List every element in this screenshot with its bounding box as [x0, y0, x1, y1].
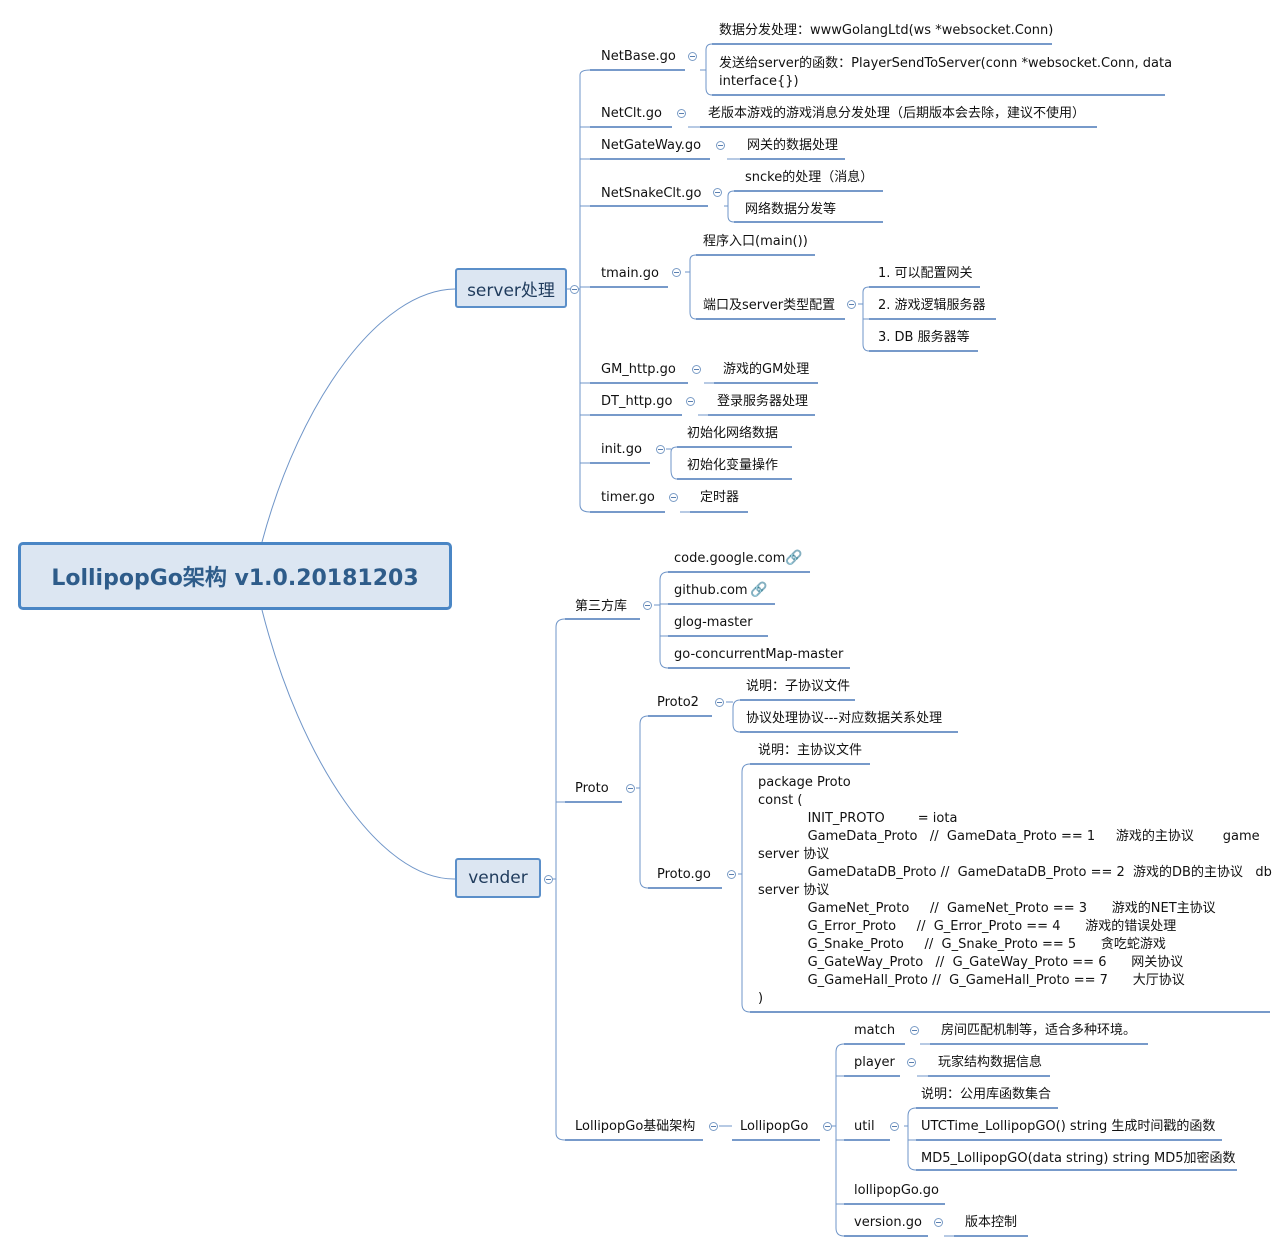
- collapse-icon[interactable]: [677, 109, 686, 118]
- collapse-icon[interactable]: [823, 1122, 832, 1131]
- gmhttp-item-1: 游戏的GM处理: [723, 362, 810, 377]
- collapse-icon[interactable]: [715, 698, 724, 707]
- util-item-2: UTCTime_LollipopGO() string 生成时间戳的函数: [921, 1119, 1216, 1134]
- tmain-node[interactable]: tmain.go: [601, 266, 659, 281]
- util-node[interactable]: util: [854, 1119, 875, 1134]
- version-item-1: 版本控制: [965, 1215, 1018, 1230]
- protogo-node[interactable]: Proto.go: [657, 867, 711, 882]
- server-topic[interactable]: server处理: [455, 268, 567, 308]
- util-item-3: MD5_LollipopGO(data string) string MD5加密…: [921, 1151, 1236, 1166]
- collapse-icon[interactable]: [907, 1058, 916, 1067]
- third-party-node[interactable]: 第三方库: [575, 599, 628, 614]
- timer-item-1: 定时器: [700, 490, 740, 505]
- protogo-code: package Proto const ( INIT_PROTO = iota …: [758, 775, 1272, 1006]
- player-node[interactable]: player: [854, 1055, 895, 1070]
- init-item-2: 初始化变量操作: [687, 458, 779, 473]
- third-item-1[interactable]: code.google.com: [674, 551, 786, 566]
- third-item-4: go-concurrentMap-master: [674, 647, 844, 662]
- collapse-icon[interactable]: [910, 1026, 919, 1035]
- collapse-icon[interactable]: [713, 188, 722, 197]
- match-node[interactable]: match: [854, 1023, 896, 1038]
- collapse-icon[interactable]: [686, 397, 695, 406]
- collapse-icon[interactable]: [716, 141, 725, 150]
- link-icon[interactable]: 🔗: [785, 550, 803, 566]
- netsnake-item-2: 网络数据分发等: [745, 202, 837, 217]
- protogo-desc: 说明：主协议文件: [758, 743, 863, 758]
- third-item-2[interactable]: github.com: [674, 583, 748, 598]
- collapse-icon[interactable]: [688, 52, 697, 61]
- player-item-1: 玩家结构数据信息: [938, 1055, 1043, 1070]
- collapse-icon[interactable]: [656, 445, 665, 454]
- collapse-icon[interactable]: [727, 870, 736, 879]
- tmain-item-2[interactable]: 端口及server类型配置: [703, 298, 836, 313]
- collapse-icon[interactable]: [570, 285, 579, 294]
- lollipopgo-node[interactable]: LollipopGo: [740, 1119, 809, 1134]
- gmhttp-node[interactable]: GM_http.go: [601, 362, 676, 377]
- tmain-item-1: 程序入口(main()): [703, 234, 808, 249]
- collapse-icon[interactable]: [626, 784, 635, 793]
- lollipopgo-base-node[interactable]: LollipopGo基础架构: [575, 1119, 696, 1134]
- init-item-1: 初始化网络数据: [687, 426, 779, 441]
- collapse-icon[interactable]: [643, 601, 652, 610]
- collapse-icon[interactable]: [692, 365, 701, 374]
- netbase-item-2: 发送给server的函数：PlayerSendToServer(conn *we…: [719, 56, 1173, 89]
- lollipopgo-go-node[interactable]: lollipopGo.go: [854, 1183, 939, 1198]
- collapse-icon[interactable]: [669, 493, 678, 502]
- netbase-node[interactable]: NetBase.go: [601, 49, 676, 64]
- tmain-sub-1: 1. 可以配置网关: [878, 266, 973, 281]
- tmain-sub-2: 2. 游戏逻辑服务器: [878, 298, 986, 313]
- dthttp-node[interactable]: DT_http.go: [601, 394, 673, 409]
- proto2-item-2: 协议处理协议---对应数据关系处理: [746, 711, 943, 726]
- util-item-1: 说明：公用库函数集合: [921, 1087, 1052, 1102]
- netgateway-node[interactable]: NetGateWay.go: [601, 138, 702, 153]
- vender-topic[interactable]: vender: [455, 858, 541, 898]
- proto2-node[interactable]: Proto2: [657, 695, 699, 710]
- match-item-1: 房间匹配机制等，适合多种环境。: [941, 1023, 1137, 1038]
- proto2-item-1: 说明：子协议文件: [746, 679, 851, 694]
- netclt-item-1: 老版本游戏的游戏消息分发处理（后期版本会去除，建议不使用）: [708, 106, 1086, 121]
- tmain-sub-3: 3. DB 服务器等: [878, 330, 970, 345]
- netgateway-item-1: 网关的数据处理: [747, 138, 839, 153]
- third-item-3: glog-master: [674, 615, 753, 630]
- netbase-item-1: 数据分发处理：wwwGolangLtd(ws *websocket.Conn): [719, 23, 1054, 38]
- version-node[interactable]: version.go: [854, 1215, 922, 1230]
- netclt-node[interactable]: NetClt.go: [601, 106, 662, 121]
- timer-node[interactable]: timer.go: [601, 490, 655, 505]
- collapse-icon[interactable]: [709, 1122, 718, 1131]
- root-topic[interactable]: LollipopGo架构 v1.0.20181203: [18, 542, 452, 610]
- collapse-icon[interactable]: [890, 1122, 899, 1131]
- collapse-icon[interactable]: [934, 1218, 943, 1227]
- collapse-icon[interactable]: [672, 268, 681, 277]
- netsnake-node[interactable]: NetSnakeClt.go: [601, 186, 702, 201]
- proto-node[interactable]: Proto: [575, 781, 609, 796]
- link-icon[interactable]: 🔗: [750, 582, 768, 598]
- collapse-icon[interactable]: [544, 875, 553, 884]
- dthttp-item-1: 登录服务器处理: [717, 394, 809, 409]
- netsnake-item-1: sncke的处理（消息）: [745, 170, 874, 185]
- collapse-icon[interactable]: [847, 300, 856, 309]
- init-node[interactable]: init.go: [601, 442, 642, 457]
